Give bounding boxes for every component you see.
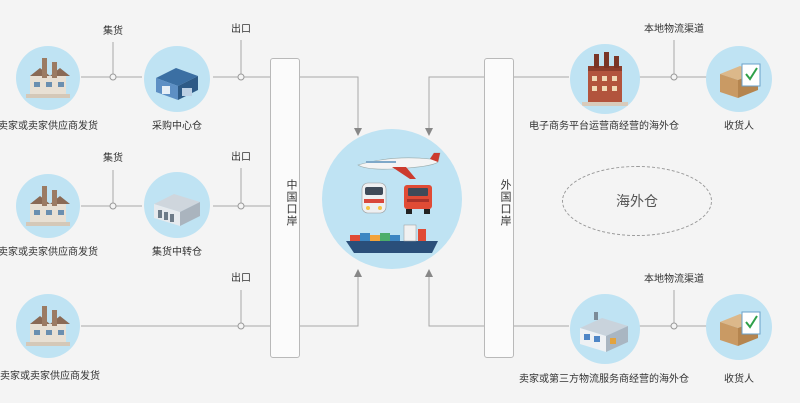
- warehouse-node-1: [144, 46, 210, 112]
- overseas-warehouse-bottom-label: 卖家或第三方物流服务商经营的海外仓: [519, 374, 689, 385]
- export-label-3: 出口: [231, 273, 251, 284]
- overseas-warehouse-top: [570, 44, 640, 114]
- factory-icon: [26, 186, 70, 226]
- overseas-warehouse-oval: 海外仓: [562, 166, 712, 236]
- source-label-2: 卖家或卖家供应商发货: [0, 247, 98, 258]
- source-node-2: [16, 174, 80, 238]
- ship-icon: [346, 224, 438, 253]
- source-node-3: [16, 294, 80, 358]
- china-port: 中国口岸: [270, 58, 300, 358]
- plane-icon: [357, 152, 441, 179]
- overseas-warehouse-icon: [582, 52, 628, 106]
- receiver-bottom: [706, 294, 772, 360]
- receiver-package-icon: [720, 311, 761, 346]
- foreign-port: 外国口岸: [484, 58, 514, 358]
- transit-warehouse-icon: [154, 194, 200, 226]
- overseas-warehouse-top-label: 电子商务平台运营商经营的海外仓: [529, 121, 679, 132]
- local-channel-label-bottom: 本地物流渠道: [644, 274, 704, 285]
- transport-modes: [346, 152, 441, 253]
- warehouse-label-2: 集货中转仓: [152, 247, 202, 258]
- source-node-1: [16, 46, 80, 110]
- export-label-2: 出口: [231, 152, 251, 163]
- third-party-warehouse-icon: [580, 312, 628, 352]
- factory-icon: [26, 306, 70, 346]
- receiver-top: [706, 46, 772, 112]
- receiver-bottom-label: 收货人: [724, 374, 754, 385]
- warehouse-icon: [156, 68, 198, 100]
- transport-hub: [322, 129, 462, 269]
- train-icon: [361, 182, 387, 214]
- warehouse-label-1: 采购中心仓: [152, 121, 202, 132]
- consolidation-label-1: 集货: [103, 26, 123, 37]
- center-label: 海外仓: [616, 194, 658, 210]
- china-port-label: 中国口岸: [285, 179, 298, 227]
- consolidation-label-2: 集货: [103, 153, 123, 164]
- factory-icon: [26, 58, 70, 98]
- foreign-port-label: 外国口岸: [499, 179, 512, 227]
- overseas-warehouse-bottom: [570, 294, 640, 364]
- export-label-1: 出口: [231, 24, 251, 35]
- local-channel-label-top: 本地物流渠道: [644, 24, 704, 35]
- receiver-package-icon: [720, 63, 761, 98]
- warehouse-node-2: [144, 172, 210, 238]
- truck-icon: [404, 185, 432, 214]
- receiver-top-label: 收货人: [724, 121, 754, 132]
- source-label-1: 卖家或卖家供应商发货: [0, 121, 98, 132]
- source-label-3: 卖家或卖家供应商发货: [0, 371, 100, 382]
